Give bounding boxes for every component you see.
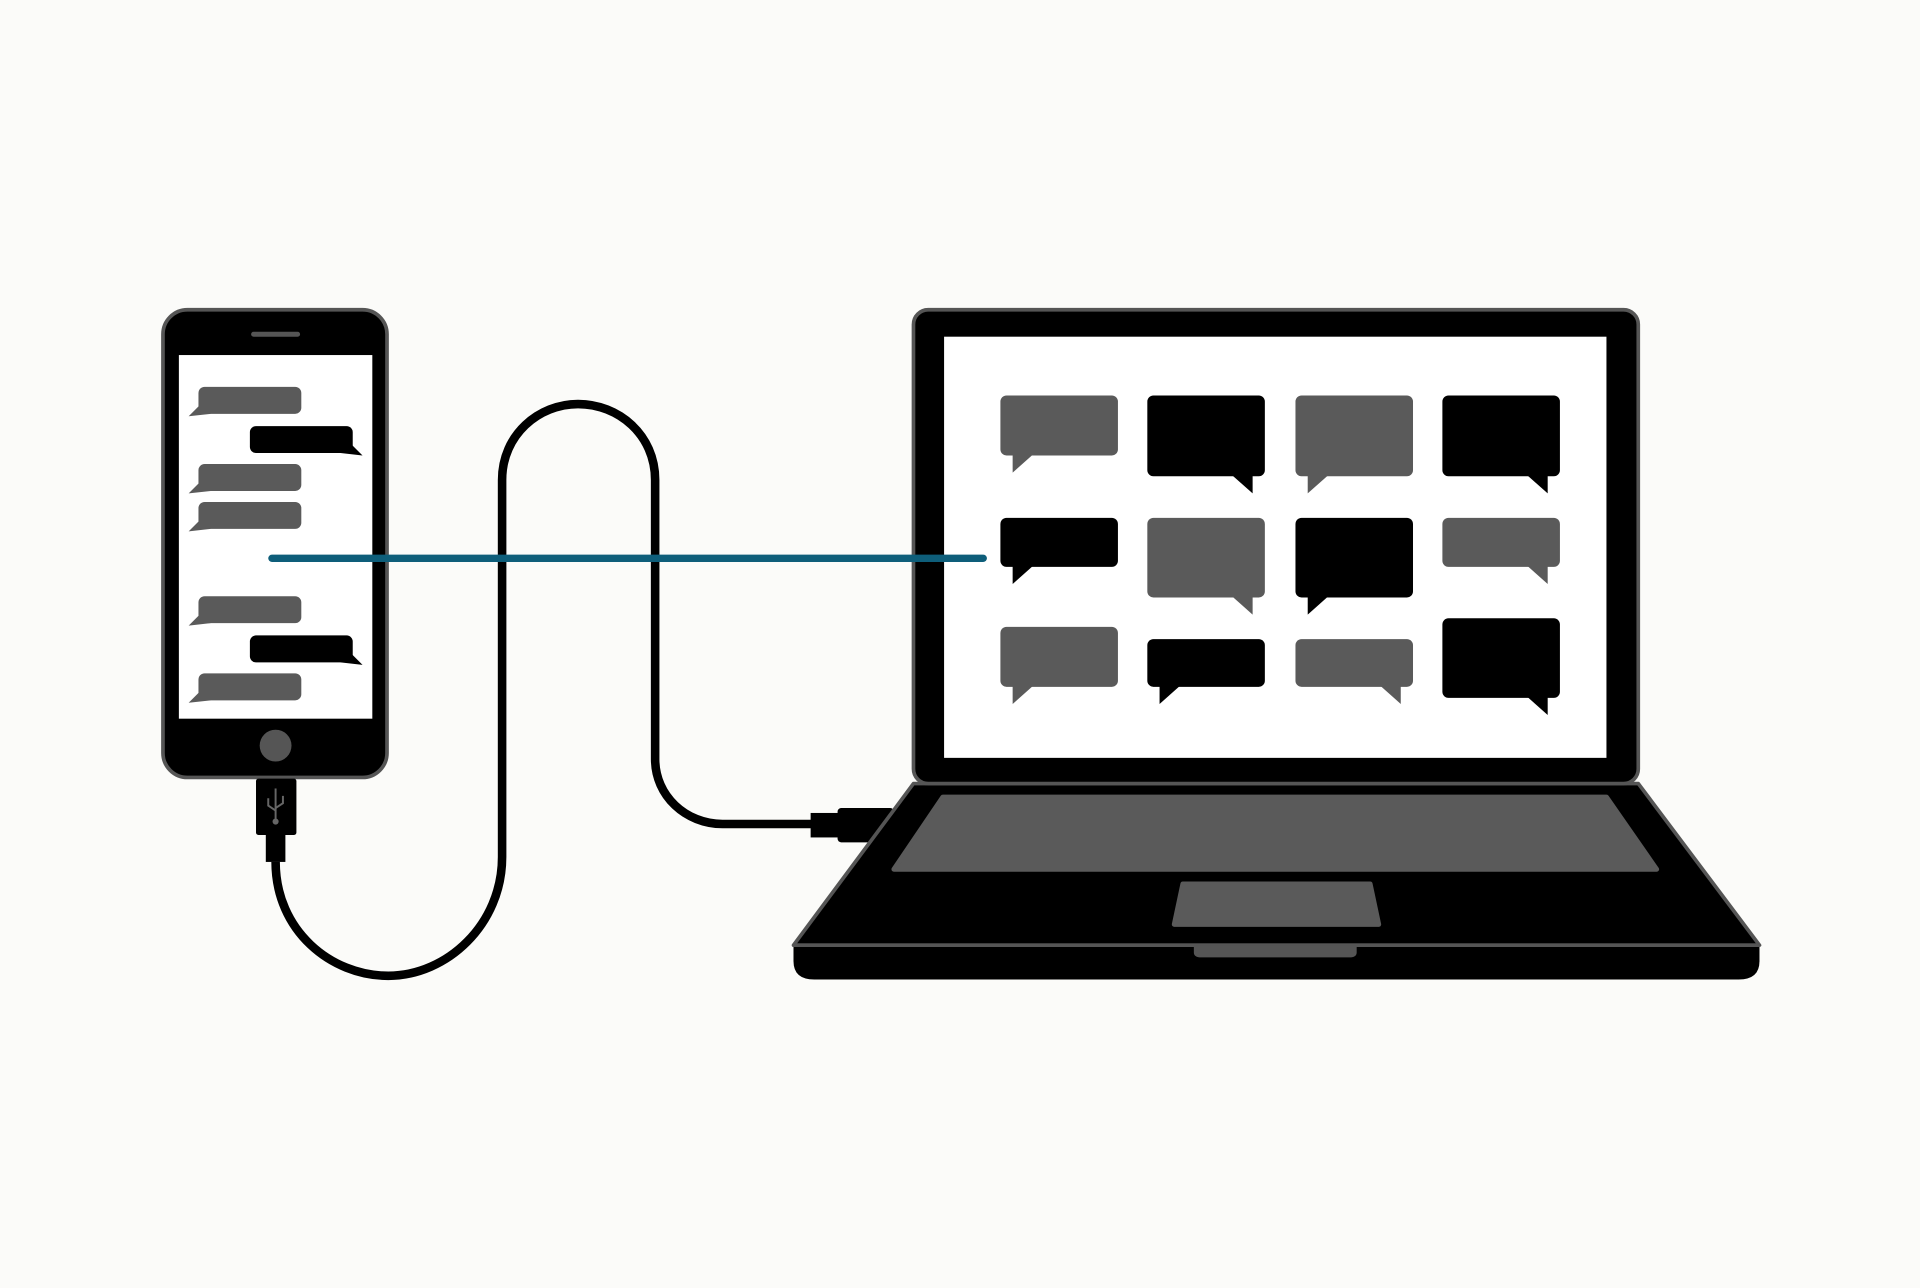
trackpad (1171, 881, 1382, 927)
chat-bubble-icon (1000, 517, 1118, 585)
phone-message-bubble (188, 501, 302, 532)
usb-icon (267, 788, 284, 821)
chat-bubble-icon (1147, 639, 1265, 704)
chat-bubble-icon (1442, 395, 1560, 494)
chat-bubble-icon (1147, 517, 1265, 615)
usb-cable (271, 399, 815, 981)
phone-home-button (259, 729, 292, 762)
phone-message-bubble (188, 673, 302, 703)
chat-bubble-icon (1000, 395, 1118, 473)
chat-bubble-icon (1442, 618, 1560, 716)
smartphone-icon (161, 307, 389, 780)
phone-message-bubble (249, 426, 363, 456)
chat-bubble-icon (1000, 626, 1118, 704)
phone-speaker (251, 331, 301, 337)
laptop-notch (1193, 945, 1357, 958)
usb-connector-icon (256, 778, 297, 862)
phone-message-bubble (188, 464, 302, 494)
chat-bubble-icon (1147, 395, 1265, 494)
laptop-icon (791, 307, 1762, 980)
keyboard-area (891, 794, 1660, 872)
chat-bubble-icon (1295, 395, 1414, 494)
phone-message-bubble (188, 386, 302, 417)
chat-bubble-icon (1295, 639, 1414, 704)
phone-message-bubble (249, 635, 363, 665)
chat-bubble-icon (1295, 517, 1414, 615)
phone-message-bubble (188, 596, 302, 626)
chat-bubble-icon (1442, 517, 1560, 585)
